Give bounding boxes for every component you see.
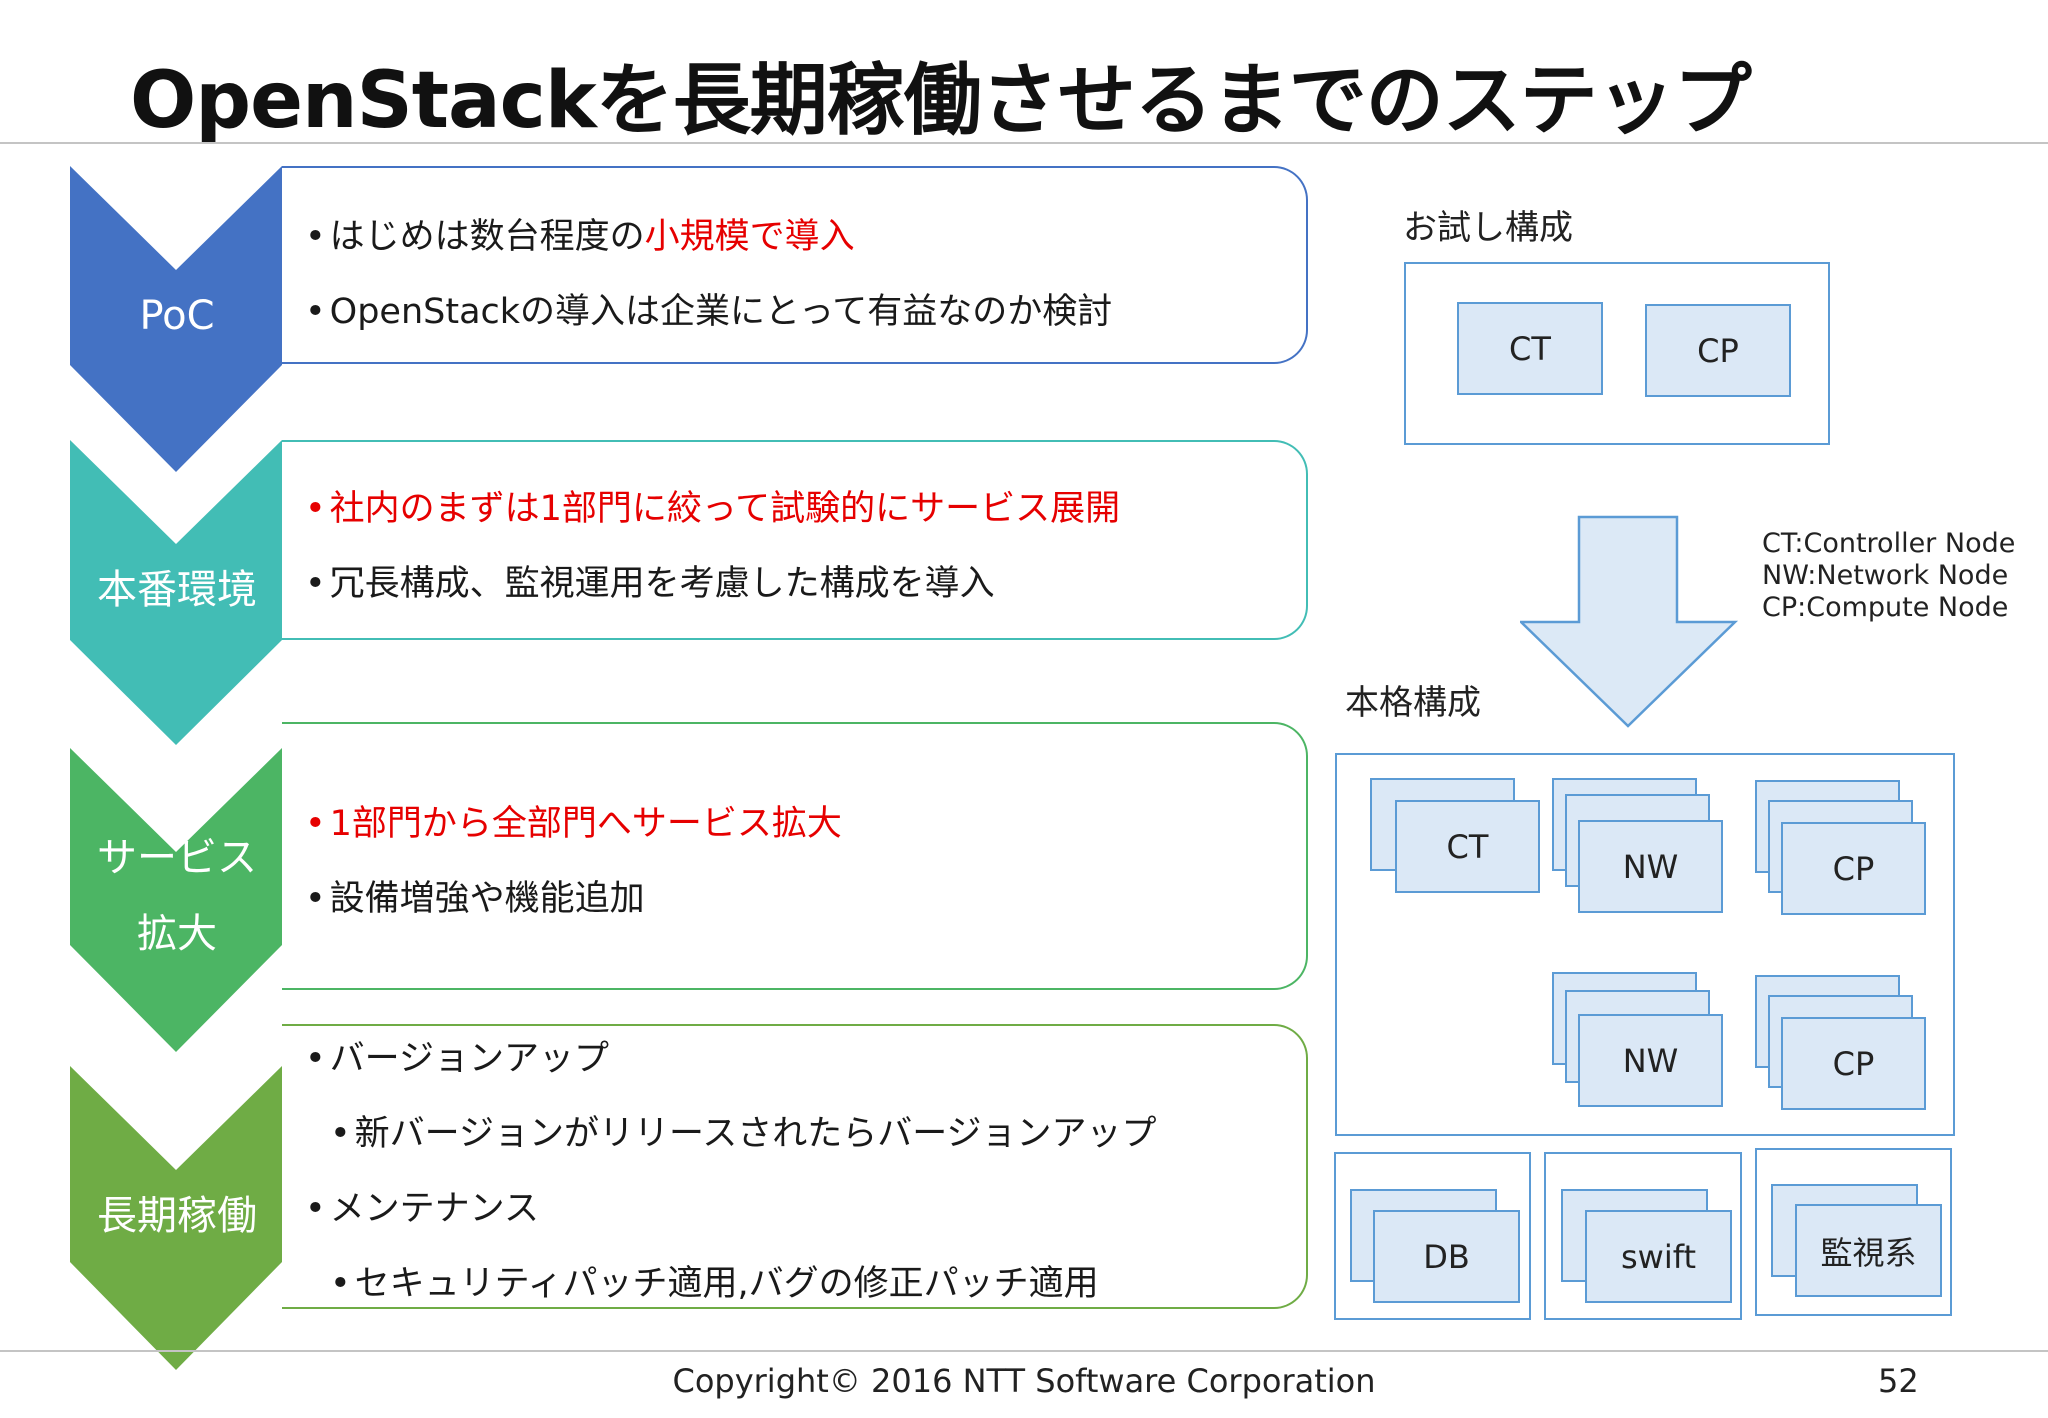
bullet-dot: • <box>330 1264 351 1304</box>
bullet-text: 設備増強や機能追加 <box>329 879 645 919</box>
sub-bullet-item: •セキュリティパッチ適用,バグの修正パッチ適用 <box>330 1255 1099 1306</box>
title-divider <box>0 142 2048 144</box>
db-node: DB <box>1373 1210 1520 1303</box>
bullet-dot: • <box>305 1189 326 1229</box>
stage-label-1: 本番環境 <box>72 552 282 628</box>
trial-node-cp: CP <box>1645 304 1791 397</box>
bullet-text: メンテナンス <box>329 1189 539 1229</box>
trial-config-frame <box>1404 262 1830 445</box>
bullet-dot: • <box>305 292 326 332</box>
stage-text-box-0 <box>282 166 1308 364</box>
stage-label-0: PoC <box>72 278 282 354</box>
full-node-nw2: NW <box>1578 1014 1723 1107</box>
bullet-dot: • <box>305 217 326 257</box>
stage-label-line: サービス <box>97 835 257 881</box>
bullet-text: 新バージョンがリリースされたらバージョンアップ <box>354 1114 1157 1154</box>
down-arrow-icon <box>1520 515 1739 728</box>
stage-text-box-2 <box>282 722 1308 990</box>
stage-label-3: 長期稼働 <box>72 1178 282 1254</box>
bullet-text: OpenStackの導入は企業にとって有益なのか検討 <box>329 292 1113 332</box>
db-frame <box>1334 1152 1531 1320</box>
swift-node: swift <box>1585 1210 1732 1303</box>
trial-config-label: お試し構成 <box>1403 208 1573 248</box>
legend-nw: NW:Network Node <box>1762 560 2009 591</box>
bullet-dot: • <box>305 1039 326 1079</box>
bullet-item: •メンテナンス <box>305 1180 539 1231</box>
bullet-text: バージョンアップ <box>329 1039 609 1079</box>
bullet-dot: • <box>305 804 326 844</box>
full-config-frame <box>1335 753 1955 1136</box>
bullet-item: •OpenStackの導入は企業にとって有益なのか検討 <box>305 283 1112 334</box>
bullet-text: 社内のまずは1部門に絞って試験的にサービス展開 <box>329 489 1121 529</box>
legend-cp: CP:Compute Node <box>1762 592 2009 623</box>
bullet-item: •1部門から全部門へサービス拡大 <box>305 795 842 846</box>
monitoring-frame <box>1755 1148 1952 1316</box>
bullet-dot: • <box>330 1114 351 1154</box>
bullet-dot: • <box>305 879 326 919</box>
bullet-text: 冗長構成、監視運用を考慮した構成を導入 <box>329 564 995 604</box>
bullet-text: 1部門から全部門へサービス拡大 <box>329 804 842 844</box>
bullet-text: 小規模で導入 <box>644 217 855 257</box>
swift-frame <box>1544 1152 1742 1320</box>
stage-label-line: 本番環境 <box>97 567 257 613</box>
bullet-item: •冗長構成、監視運用を考慮した構成を導入 <box>305 555 995 606</box>
full-node-cp1: CP <box>1781 822 1926 915</box>
monitoring-node: 監視系 <box>1795 1204 1942 1297</box>
stage-text-box-3 <box>282 1024 1308 1309</box>
slide-title: OpenStackを長期稼働させるまでのステップ <box>130 56 1752 146</box>
stage-chevron-0 <box>70 166 282 472</box>
page-number: 52 <box>1878 1362 1919 1400</box>
stage-chevron-1 <box>70 440 282 745</box>
stage-label-2: サービス拡大 <box>72 820 282 972</box>
bullet-item: •社内のまずは1部門に絞って試験的にサービス展開 <box>305 480 1120 531</box>
bullet-item: •バージョンアップ <box>305 1030 609 1081</box>
stage-chevron-2 <box>70 748 282 1052</box>
full-node-nw1: NW <box>1578 820 1723 913</box>
bullet-dot: • <box>305 564 326 604</box>
sub-bullet-item: •新バージョンがリリースされたらバージョンアップ <box>330 1105 1157 1156</box>
stage-label-line: 長期稼働 <box>97 1193 257 1239</box>
bullet-text: セキュリティパッチ適用,バグの修正パッチ適用 <box>354 1264 1099 1304</box>
bullet-text: はじめは数台程度の <box>329 217 645 257</box>
bullet-item: •設備増強や機能追加 <box>305 870 645 921</box>
stage-chevron-3 <box>70 1066 282 1370</box>
stage-text-box-1 <box>282 440 1308 640</box>
trial-node-ct: CT <box>1457 302 1603 395</box>
node-legend: CT:Controller Node NW:Network Node CP:Co… <box>1762 528 2015 624</box>
stage-label-line: 拡大 <box>137 911 217 957</box>
stage-label-line: PoC <box>139 293 215 339</box>
copyright-footer: Copyright© 2016 NTT Software Corporation <box>672 1362 1376 1400</box>
bullet-dot: • <box>305 489 326 529</box>
full-node-ct: CT <box>1395 800 1540 893</box>
full-config-label: 本格構成 <box>1345 683 1481 723</box>
bullet-item: •はじめは数台程度の小規模で導入 <box>305 208 855 259</box>
full-node-cp2: CP <box>1781 1017 1926 1110</box>
footer-divider <box>0 1350 2048 1352</box>
legend-ct: CT:Controller Node <box>1762 528 2016 559</box>
